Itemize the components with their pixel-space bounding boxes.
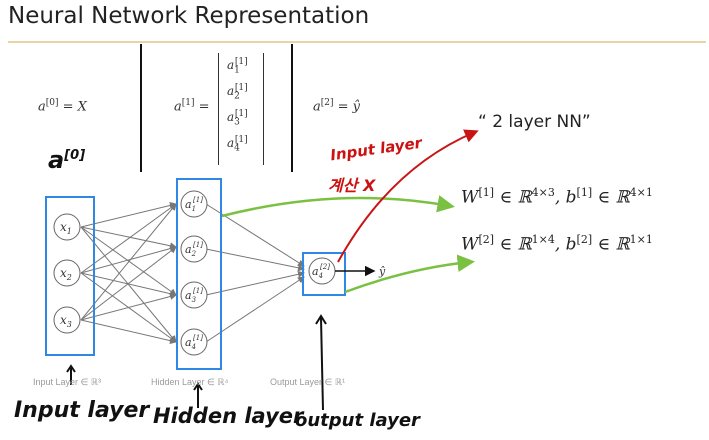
pointer-output <box>315 314 327 411</box>
dimension-layer2: W[2] ∈ ℝ1×4, b[2] ∈ ℝ1×1 <box>461 233 653 255</box>
note-a0: a[0] <box>48 146 86 174</box>
note-output-layer: output layer <box>295 410 420 431</box>
pointer-input <box>66 364 76 385</box>
equation-a0: a[0] = X <box>38 98 87 115</box>
caption-output-layer: Output Layer ∈ ℝ¹ <box>270 377 345 387</box>
page-title: Neural Network Representation <box>8 3 370 29</box>
equation-a2: a[2] = ŷ <box>313 98 361 115</box>
equation-a1-vector: a1[1] a2[1] a3[1] a4[1] <box>218 53 264 165</box>
note-no-computation: 계산 X <box>328 176 376 195</box>
hidden-node-4 <box>180 328 208 356</box>
hidden-node-2 <box>180 235 208 263</box>
input-nodes <box>53 213 81 334</box>
hidden-output-connections <box>205 203 305 343</box>
input-node-x3 <box>53 306 81 334</box>
dimension-layer1: W[1] ∈ ℝ4×3, b[1] ∈ ℝ4×1 <box>461 186 653 208</box>
pointer-hidden <box>193 382 203 408</box>
note-input-layer: Input layer <box>14 398 150 423</box>
input-label-x2: x2 <box>60 266 72 282</box>
hidden-nodes <box>180 190 208 356</box>
green-arrow-layer1 <box>221 195 455 218</box>
hidden-layer-box <box>176 178 222 370</box>
input-node-x1 <box>53 213 81 241</box>
input-label-x3: x3 <box>60 313 72 329</box>
input-label-x1: x1 <box>60 220 72 236</box>
separator-2 <box>291 44 293 172</box>
hidden-node-1 <box>180 190 208 218</box>
prediction-label: ŷ <box>378 265 386 278</box>
input-hidden-connections <box>80 202 177 345</box>
green-arrow-layer2 <box>344 254 475 294</box>
label-two-layer-nn: “ 2 layer NN” <box>478 112 591 132</box>
caption-hidden-layer: Hidden Layer ∈ ℝ⁴ <box>151 377 229 387</box>
note-hidden-layer: Hidden layer <box>153 404 304 428</box>
input-layer-box <box>45 196 95 356</box>
hidden-node-3 <box>180 281 208 309</box>
caption-input-layer: Input Layer ∈ ℝ³ <box>33 377 101 387</box>
separator-1 <box>140 44 142 172</box>
input-node-x2 <box>53 259 81 287</box>
red-arrow-two-layer <box>337 129 479 263</box>
output-layer-box <box>302 252 346 296</box>
equation-a1-lhs: a[1] = <box>174 98 210 115</box>
title-underline <box>8 41 706 43</box>
